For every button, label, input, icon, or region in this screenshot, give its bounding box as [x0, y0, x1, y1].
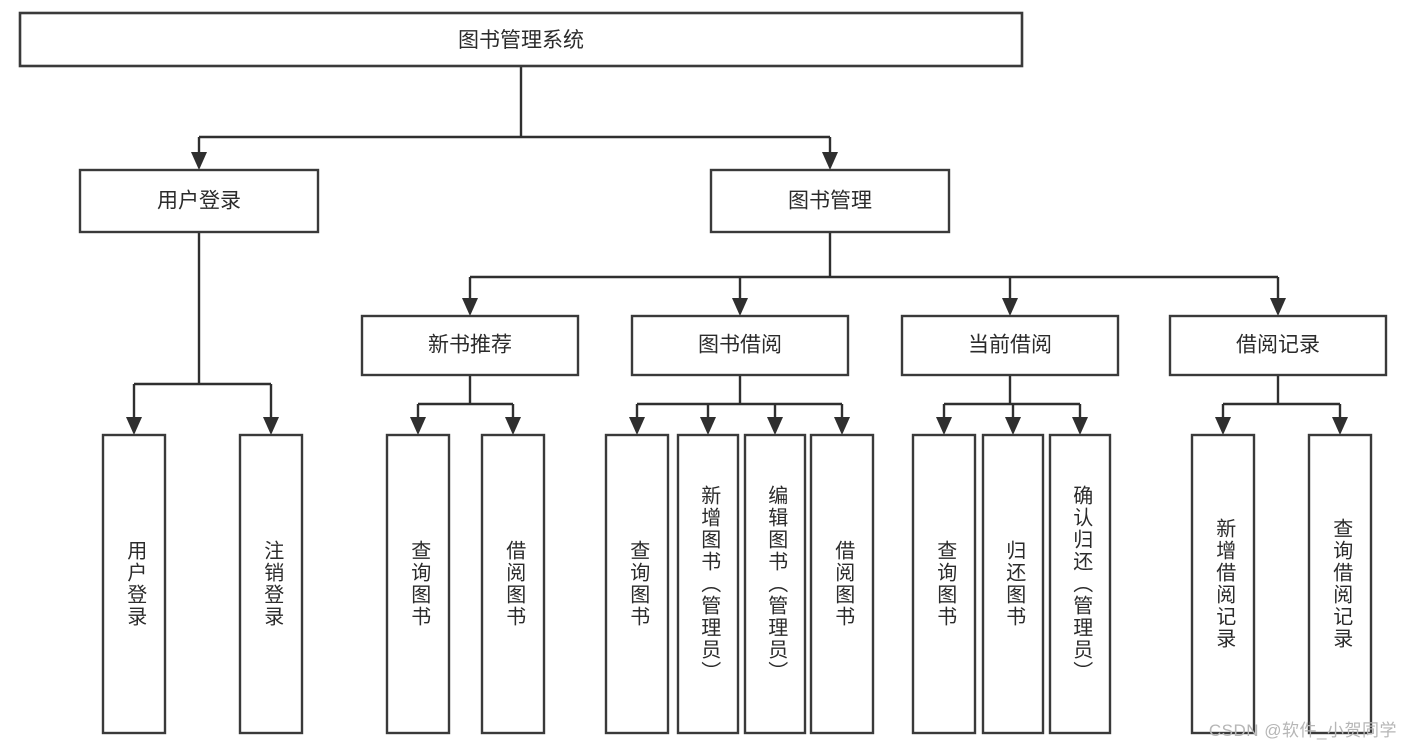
- leaf-query-record-label: 查询借阅记录: [1330, 518, 1353, 650]
- leaf-logout-login-label: 注销登录: [261, 540, 284, 628]
- leaf-logout-login-box[interactable]: [238, 433, 304, 735]
- node-new-book-recommend-label: 新书推荐: [428, 334, 512, 357]
- leaf-confirm-return-label: 确认归还（管理员）: [1070, 485, 1093, 683]
- leaf-query-book-2[interactable]: 查询图书: [604, 433, 670, 735]
- leaf-query-book-3-label: 查询图书: [934, 540, 957, 628]
- node-root[interactable]: 图书管理系统: [18, 11, 1024, 68]
- leaf-user-login-box[interactable]: [101, 433, 167, 735]
- node-borrow-record-box[interactable]: [1168, 314, 1388, 377]
- node-current-borrow[interactable]: 当前借阅: [900, 314, 1120, 377]
- leaf-return-book-label: 归还图书: [1003, 540, 1026, 628]
- leaf-add-book[interactable]: 新增图书（管理员）: [676, 433, 740, 735]
- connector-borrow-to-leaves: [629, 375, 850, 435]
- leaf-confirm-return[interactable]: 确认归还（管理员）: [1048, 433, 1112, 735]
- connector-bookmgmt-to-level2: [462, 232, 1286, 316]
- leaf-confirm-return-box[interactable]: [1048, 433, 1112, 735]
- connector-root-to-level1: [191, 66, 838, 170]
- connector-userlogin-to-leaves: [126, 232, 279, 435]
- node-book-management[interactable]: 图书管理: [709, 168, 951, 234]
- leaf-user-login-label: 用户登录: [124, 540, 147, 628]
- connector-current-to-leaves: [936, 375, 1088, 435]
- node-user-login-label: 用户登录: [157, 190, 241, 213]
- leaf-query-book-2-box[interactable]: [604, 433, 670, 735]
- node-root-box[interactable]: [18, 11, 1024, 68]
- leaf-edit-book[interactable]: 编辑图书（管理员）: [743, 433, 807, 735]
- leaf-return-book-box[interactable]: [981, 433, 1045, 735]
- leaf-query-book-1-box[interactable]: [385, 433, 451, 735]
- leaf-user-login[interactable]: 用户登录: [101, 433, 167, 735]
- connector-record-to-leaves: [1215, 375, 1348, 435]
- leaf-add-book-label: 新增图书（管理员）: [698, 485, 721, 683]
- leaf-query-record-box[interactable]: [1307, 433, 1373, 735]
- leaf-query-book-1-label: 查询图书: [408, 540, 431, 628]
- leaf-borrow-book-2-box[interactable]: [809, 433, 875, 735]
- leaf-add-record-box[interactable]: [1190, 433, 1256, 735]
- leaf-return-book[interactable]: 归还图书: [981, 433, 1045, 735]
- node-user-login-box[interactable]: [78, 168, 320, 234]
- leaf-query-book-3-box[interactable]: [911, 433, 977, 735]
- node-borrow-record-label: 借阅记录: [1236, 334, 1320, 357]
- node-new-book-recommend[interactable]: 新书推荐: [360, 314, 580, 377]
- leaf-add-record-label: 新增借阅记录: [1213, 518, 1236, 650]
- leaf-logout-login[interactable]: 注销登录: [238, 433, 304, 735]
- connector-recommend-to-leaves: [410, 375, 521, 435]
- node-current-borrow-box[interactable]: [900, 314, 1120, 377]
- leaf-borrow-book-2-label: 借阅图书: [832, 540, 855, 628]
- node-borrow-record[interactable]: 借阅记录: [1168, 314, 1388, 377]
- node-user-login[interactable]: 用户登录: [78, 168, 320, 234]
- node-book-management-box[interactable]: [709, 168, 951, 234]
- leaf-add-record[interactable]: 新增借阅记录: [1190, 433, 1256, 735]
- leaf-query-book-3[interactable]: 查询图书: [911, 433, 977, 735]
- node-new-book-recommend-box[interactable]: [360, 314, 580, 377]
- leaf-query-record[interactable]: 查询借阅记录: [1307, 433, 1373, 735]
- leaf-query-book-2-label: 查询图书: [627, 540, 650, 628]
- leaf-edit-book-box[interactable]: [743, 433, 807, 735]
- leaf-borrow-book-2[interactable]: 借阅图书: [809, 433, 875, 735]
- node-book-borrow[interactable]: 图书借阅: [630, 314, 850, 377]
- node-book-borrow-label: 图书借阅: [698, 334, 782, 357]
- leaf-borrow-book-1[interactable]: 借阅图书: [480, 433, 546, 735]
- node-book-borrow-box[interactable]: [630, 314, 850, 377]
- node-current-borrow-label: 当前借阅: [968, 334, 1052, 357]
- node-root-label: 图书管理系统: [458, 29, 584, 52]
- leaf-borrow-book-1-label: 借阅图书: [503, 540, 526, 628]
- leaf-borrow-book-1-box[interactable]: [480, 433, 546, 735]
- leaf-query-book-1[interactable]: 查询图书: [385, 433, 451, 735]
- leaf-edit-book-label: 编辑图书（管理员）: [765, 485, 788, 683]
- leaf-add-book-box[interactable]: [676, 433, 740, 735]
- node-book-management-label: 图书管理: [788, 190, 872, 213]
